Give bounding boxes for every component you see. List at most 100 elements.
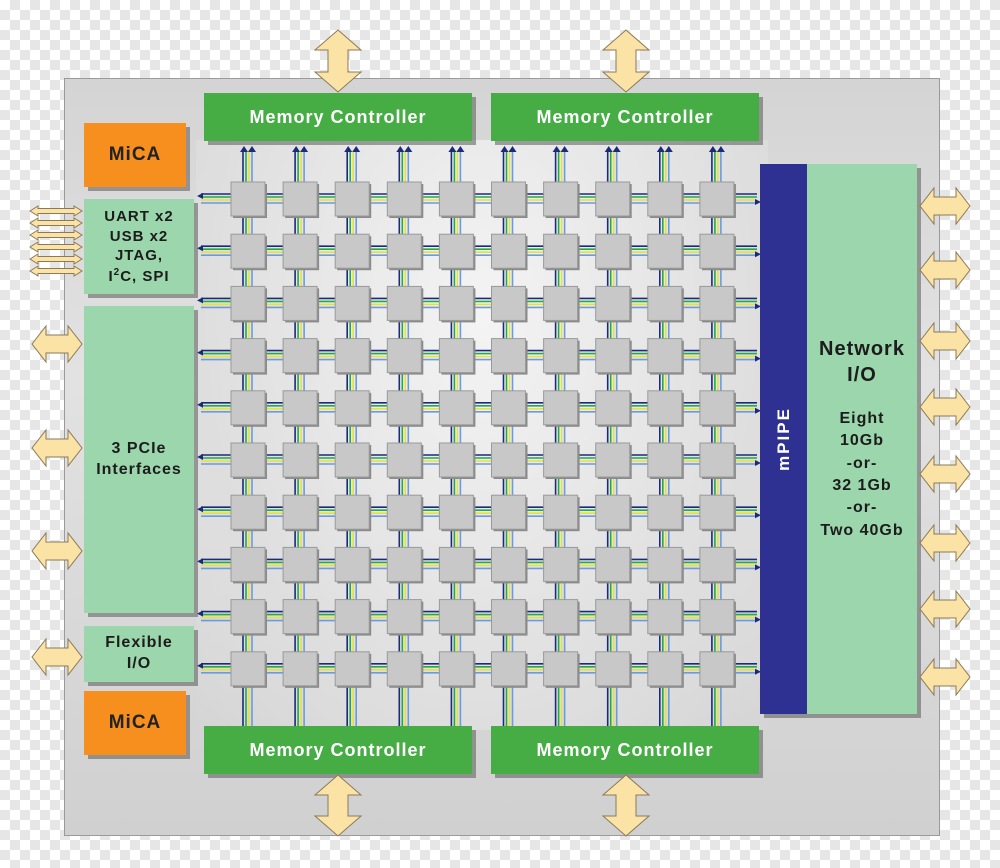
mesh-link-arrowhead (604, 146, 613, 152)
tile (543, 338, 579, 374)
uart-io-arrow (29, 253, 83, 265)
tile (647, 651, 683, 687)
tile (699, 599, 735, 635)
tile (386, 233, 422, 269)
uart-io-arrow (29, 241, 83, 253)
uart-io-arrow (29, 205, 83, 217)
flexible-io-label: I/O (126, 655, 152, 672)
tile (334, 181, 370, 217)
mesh-link-arrowhead (612, 146, 621, 152)
mesh-link-arrowhead (560, 146, 569, 152)
memory-controller-bottom-right: Memory Controller (491, 726, 759, 774)
mica-label: MiCA (108, 144, 162, 165)
network-option-line: -or- (846, 499, 878, 517)
tile (386, 181, 422, 217)
tile (491, 181, 526, 217)
network-label: Network (819, 337, 905, 360)
tile (334, 338, 370, 374)
memory-controller-label: Memory Controller (249, 739, 427, 760)
tile (438, 651, 474, 687)
tile (595, 338, 631, 374)
tile (282, 390, 318, 426)
tile (282, 338, 318, 374)
mesh-link-arrowhead (755, 564, 761, 571)
mpipe-block: mPIPE (760, 164, 807, 714)
uart-io-arrow (29, 217, 83, 229)
network-option-line: -or- (846, 454, 878, 472)
tile (543, 494, 579, 530)
tile (595, 285, 631, 321)
network-io-arrow (919, 186, 971, 226)
tile (543, 285, 579, 321)
tile (491, 233, 526, 269)
tile (647, 546, 683, 582)
tile (282, 651, 318, 687)
tile (438, 442, 474, 478)
pcie-io-arrow (31, 428, 83, 468)
tile (595, 546, 631, 582)
tile (334, 442, 370, 478)
tile (491, 651, 526, 687)
tile (699, 651, 735, 687)
tile (230, 338, 266, 374)
mesh-link-arrowhead (755, 355, 761, 362)
tile (230, 442, 266, 478)
i2c-spi-label: I2C, SPI (108, 266, 169, 287)
tile (438, 546, 474, 582)
tile (647, 233, 683, 269)
tile (334, 285, 370, 321)
pcie-interfaces-block: 3 PCIe Interfaces (84, 306, 194, 613)
mesh-link-arrowhead (248, 146, 256, 152)
tile (282, 494, 318, 530)
tile (491, 599, 526, 635)
memory-top-right-arrow (601, 29, 651, 93)
tile (230, 494, 266, 530)
mesh-link-arrowhead (508, 146, 517, 152)
tile (699, 233, 735, 269)
mesh-link-arrowhead (344, 146, 353, 152)
mesh-link-arrowhead (197, 297, 203, 304)
tile (543, 442, 579, 478)
tile (699, 285, 735, 321)
tile (491, 390, 526, 426)
mica-label: MiCA (108, 712, 162, 733)
mesh-link-arrowhead (656, 146, 665, 152)
tile (647, 390, 683, 426)
mesh-link-arrowhead (456, 146, 465, 152)
mesh-link-arrowhead (755, 407, 761, 414)
pcie-io-arrow (31, 531, 83, 571)
tile (491, 494, 526, 530)
tile (647, 338, 683, 374)
usb-label: USB x2 (109, 227, 169, 245)
tile (595, 494, 631, 530)
memory-controller-label: Memory Controller (536, 106, 714, 127)
tile (595, 181, 631, 217)
mesh-link-arrowhead (755, 460, 761, 466)
uart-io-arrow (29, 265, 83, 277)
i2c-superscript: 2 (113, 266, 121, 278)
tile (386, 285, 422, 321)
tile (334, 233, 370, 269)
interfaces-label: Interfaces (96, 460, 182, 478)
tile (491, 546, 526, 582)
network-io-label: I/O (847, 363, 877, 386)
tile (386, 546, 422, 582)
tile (230, 599, 266, 635)
mesh-link-arrowhead (755, 251, 761, 258)
tile (699, 338, 735, 374)
mesh-link-arrowhead (197, 193, 203, 199)
pcie-label: 3 PCIe (111, 439, 167, 457)
tile-array (230, 181, 736, 688)
tile (230, 285, 266, 321)
mesh-link-arrowhead (197, 610, 203, 617)
tile (386, 494, 422, 530)
flexible-io-block: Flexible I/O (84, 626, 194, 682)
tile (386, 338, 422, 374)
tile (595, 599, 631, 635)
mesh-link-arrowhead (352, 146, 361, 152)
tile (386, 651, 422, 687)
tile (334, 546, 370, 582)
tile (438, 285, 474, 321)
